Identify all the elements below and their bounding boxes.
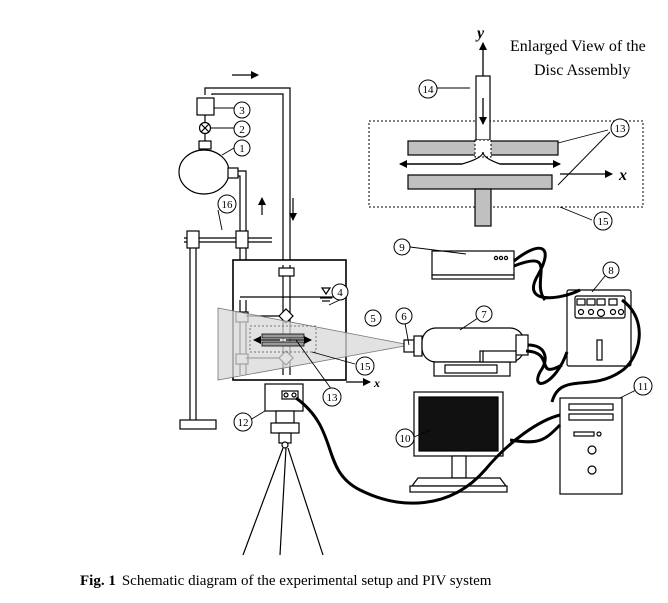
callout-2: 2 — [233, 120, 251, 138]
svg-text:12: 12 — [238, 417, 249, 429]
inset-lower-disc — [407, 174, 553, 190]
figure-caption: Fig. 1 Schematic diagram of the experimen… — [80, 573, 660, 590]
inset-disc-hole — [474, 139, 492, 158]
cables — [295, 246, 641, 505]
inset-dotted-box — [368, 120, 644, 208]
svg-text:8: 8 — [608, 265, 614, 277]
callout-12: 12 — [233, 412, 253, 432]
callout-6: 6 — [395, 307, 413, 325]
svg-text:9: 9 — [399, 242, 405, 254]
laser-camera — [403, 327, 529, 377]
svg-text:6: 6 — [401, 311, 407, 323]
caption-prefix: Fig. 1 — [80, 573, 116, 589]
svg-text:5: 5 — [370, 313, 376, 325]
callout-10: 10 — [395, 428, 415, 448]
svg-text:3: 3 — [239, 105, 245, 117]
callout-13-main: 13 — [322, 387, 342, 407]
callout-5: 5 — [364, 309, 382, 327]
callout-1: 1 — [233, 139, 251, 157]
inset-support-rod — [474, 188, 492, 227]
inset-enlarged-view: Enlarged View of the Disc Assembly y x — [368, 25, 646, 227]
callout-16: 16 — [217, 194, 237, 214]
callout-11: 11 — [633, 376, 653, 396]
inset-x-label: x — [618, 167, 627, 184]
inset-title-line2: Disc Assembly — [534, 62, 630, 79]
main-x-label: x — [373, 376, 380, 390]
computer-11 — [559, 397, 623, 495]
monitor-10 — [409, 391, 508, 493]
callout-8: 8 — [602, 261, 620, 279]
leader-lines — [211, 87, 637, 438]
callout-4: 4 — [331, 283, 349, 301]
callout-7: 7 — [475, 305, 493, 323]
controller-8 — [566, 289, 632, 367]
svg-text:7: 7 — [481, 309, 487, 321]
callout-14: 14 — [418, 79, 438, 99]
callout-3: 3 — [233, 101, 251, 119]
svg-text:4: 4 — [337, 287, 343, 299]
svg-text:2: 2 — [239, 124, 245, 136]
callout-13-inset: 13 — [610, 118, 630, 138]
inset-y-label: y — [475, 25, 485, 42]
svg-text:1: 1 — [239, 143, 245, 155]
svg-text:15: 15 — [360, 361, 372, 373]
apparatus — [178, 71, 347, 430]
svg-text:14: 14 — [423, 84, 435, 96]
synchronizer-9 — [431, 250, 515, 280]
svg-text:13: 13 — [615, 123, 627, 135]
callout-9: 9 — [393, 238, 411, 256]
svg-text:10: 10 — [400, 433, 412, 445]
inset-title-line1: Enlarged View of the — [510, 38, 646, 55]
svg-text:15: 15 — [598, 216, 610, 228]
callout-15-main: 15 — [355, 356, 375, 376]
caption-text: Schematic diagram of the experimental se… — [121, 573, 492, 589]
svg-text:16: 16 — [222, 199, 234, 211]
callouts: 1 2 3 4 5 6 7 8 9 10 11 12 13 13 14 15 1… — [217, 79, 653, 448]
svg-text:13: 13 — [327, 392, 339, 404]
svg-text:11: 11 — [638, 381, 649, 393]
callout-15-inset: 15 — [593, 211, 613, 231]
laser-sheet — [217, 307, 411, 381]
